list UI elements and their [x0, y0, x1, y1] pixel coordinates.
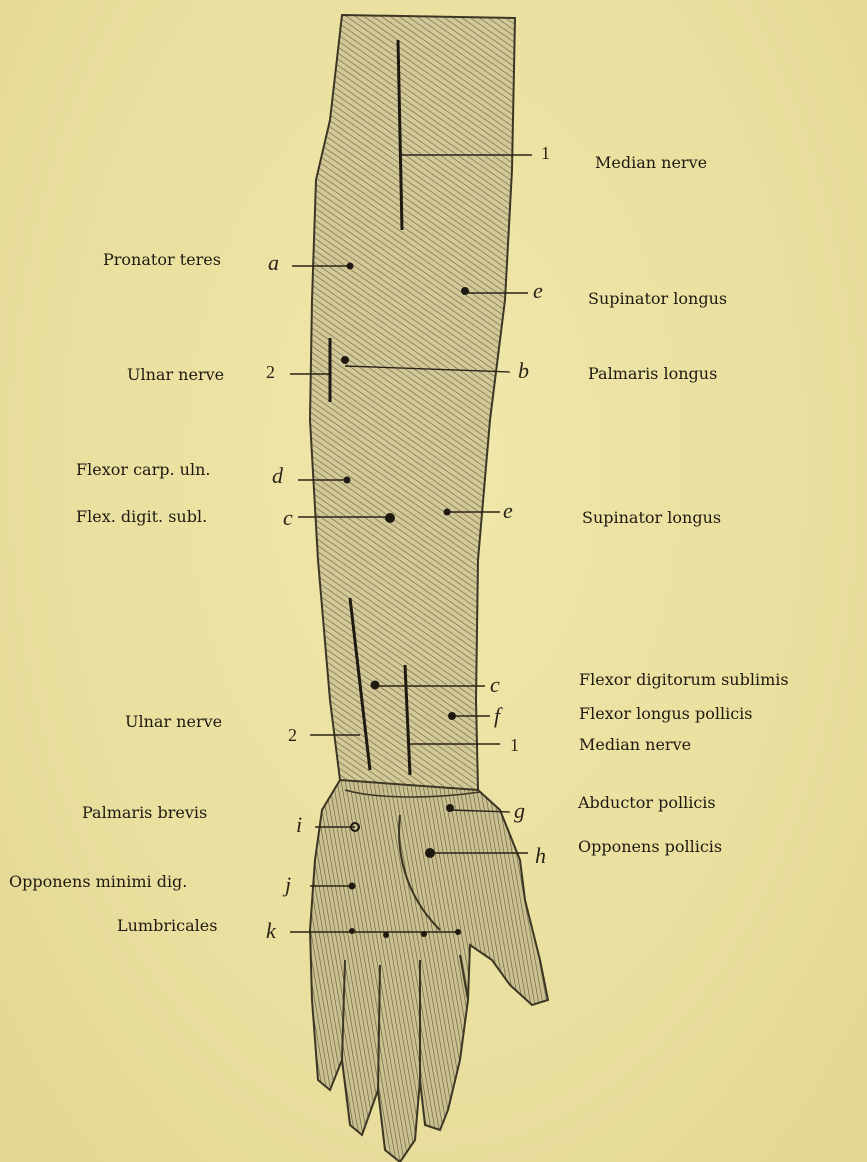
- label-pronator-teres: Pronator teres: [103, 250, 221, 270]
- marker-c-right: c: [490, 674, 500, 696]
- marker-i: i: [296, 814, 302, 836]
- label-palmaris-longus: Palmaris longus: [588, 364, 717, 384]
- marker-1-upper: 1: [541, 143, 550, 163]
- marker-2-lower: 2: [288, 725, 297, 745]
- label-flex-digit-subl: Flex. digit. subl.: [76, 507, 207, 527]
- label-ulnar-nerve-lower: Ulnar nerve: [125, 712, 222, 732]
- label-flexor-longus-pollicis: Flexor longus pollicis: [579, 704, 753, 724]
- hand-shape: [310, 780, 548, 1162]
- marker-e-upper: e: [533, 280, 543, 302]
- label-abductor-pollicis: Abductor pollicis: [578, 793, 716, 813]
- label-opponens-pollicis: Opponens pollicis: [578, 837, 722, 857]
- label-median-nerve-upper: Median nerve: [595, 153, 707, 173]
- label-flexor-digitorum-sublimis: Flexor digitorum sublimis: [579, 670, 789, 690]
- marker-j: j: [285, 874, 291, 896]
- label-lumbricales: Lumbricales: [117, 916, 217, 936]
- marker-2-upper: 2: [266, 362, 275, 382]
- marker-g: g: [514, 800, 525, 822]
- marker-h: h: [535, 845, 546, 867]
- label-supinator-longus-upper: Supinator longus: [588, 289, 727, 309]
- marker-b: b: [518, 360, 529, 382]
- label-palmaris-brevis: Palmaris brevis: [82, 803, 207, 823]
- marker-d: d: [272, 465, 283, 487]
- marker-f: f: [494, 705, 500, 727]
- label-median-nerve-lower: Median nerve: [579, 735, 691, 755]
- marker-c-left: c: [283, 507, 293, 529]
- label-opponens-minimi: Opponens minimi dig.: [9, 872, 187, 892]
- marker-k: k: [266, 920, 276, 942]
- label-ulnar-nerve-upper: Ulnar nerve: [127, 365, 224, 385]
- marker-e-lower: e: [503, 500, 513, 522]
- forearm-shape: [310, 15, 515, 792]
- label-supinator-longus-lower: Supinator longus: [582, 508, 721, 528]
- marker-1-lower: 1: [510, 735, 519, 755]
- marker-a: a: [268, 252, 279, 274]
- label-flexor-carp-uln: Flexor carp. uln.: [76, 460, 210, 480]
